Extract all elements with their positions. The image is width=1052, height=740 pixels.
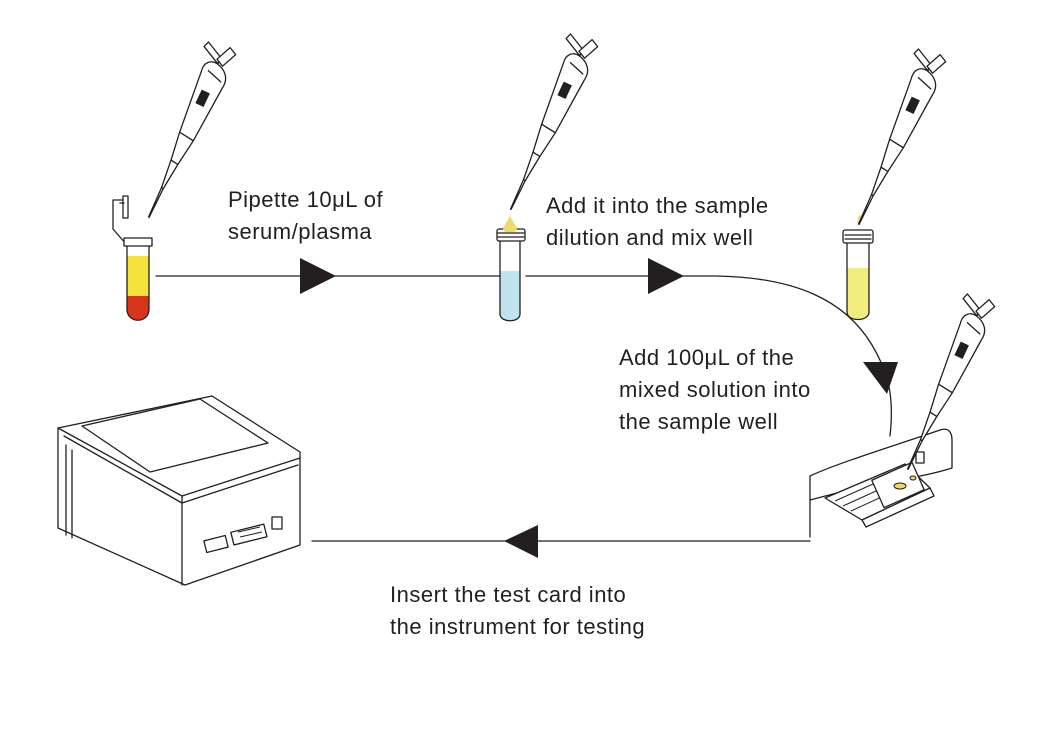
- blood-tube-icon: [112, 195, 153, 321]
- analyzer-instrument-icon: [57, 395, 301, 586]
- step-1-label: Pipette 10μL of serum/plasma: [228, 187, 384, 244]
- mixed-tube-icon: [842, 214, 874, 321]
- step-2-label: Add it into the sample dilution and mix …: [546, 193, 769, 250]
- arrow-icon: [648, 258, 684, 294]
- test-card-icon: [809, 428, 953, 538]
- pipette-icon: [128, 36, 241, 224]
- flow-line-2: [525, 275, 893, 437]
- dilution-tube-icon: [496, 216, 526, 322]
- arrow-icon: [504, 525, 538, 558]
- pipette-icon: [838, 43, 951, 231]
- step-3-label: Add 100μL of the mixed solution into the…: [619, 345, 811, 434]
- arrow-icon: [863, 362, 898, 394]
- arrow-icon: [300, 258, 336, 294]
- pipette-icon: [490, 28, 603, 216]
- step-4-label: Insert the test card into the instrument…: [390, 582, 646, 639]
